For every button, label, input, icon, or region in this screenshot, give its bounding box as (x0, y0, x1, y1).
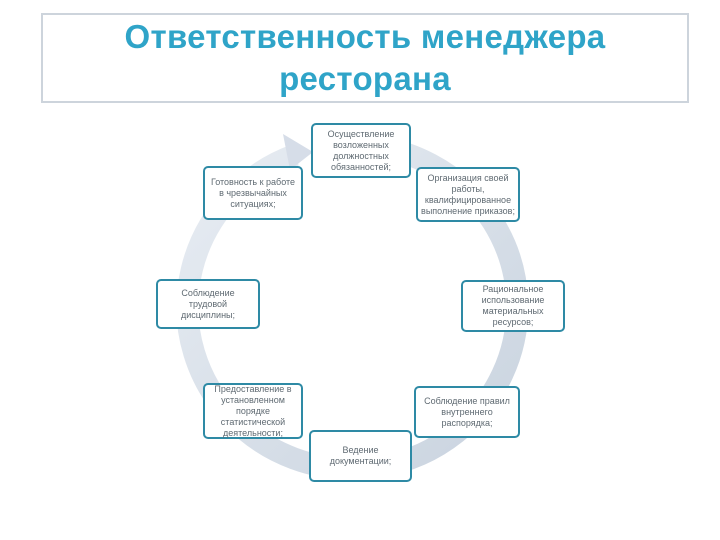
node-internal-rules: Соблюдение правил внутреннего распорядка… (414, 386, 520, 438)
node-label: Осуществление возложенных должностных об… (327, 128, 395, 172)
title-line-1: Ответственность менеджера (124, 18, 606, 55)
ring-arrowhead-icon (283, 134, 313, 170)
title-line-2: ресторана (279, 60, 451, 97)
node-organization: Организация своей работы, квалифицирован… (416, 167, 520, 222)
node-discipline: Соблюдение трудовой дисциплины; (156, 279, 260, 329)
page-title: Ответственность менеджера ресторана (125, 16, 606, 100)
node-label: Ведение документации; (329, 445, 392, 466)
node-label: Соблюдение правил внутреннего распорядка… (424, 395, 510, 428)
node-documentation: Ведение документации; (309, 430, 412, 482)
node-statistics: Предоставление в установленном порядке с… (203, 383, 303, 439)
node-resources: Рациональное использование материальных … (461, 280, 565, 332)
title-box: Ответственность менеджера ресторана (41, 13, 689, 103)
node-label: Готовность к работе в чрезвычайных ситуа… (210, 176, 296, 209)
node-duties: Осуществление возложенных должностных об… (311, 123, 411, 178)
node-label: Соблюдение трудовой дисциплины; (180, 287, 236, 320)
node-emergency: Готовность к работе в чрезвычайных ситуа… (203, 166, 303, 220)
node-label: Рациональное использование материальных … (481, 284, 545, 327)
node-label: Предоставление в установленном порядке с… (214, 383, 292, 438)
node-label: Организация своей работы, квалифицирован… (421, 172, 515, 216)
